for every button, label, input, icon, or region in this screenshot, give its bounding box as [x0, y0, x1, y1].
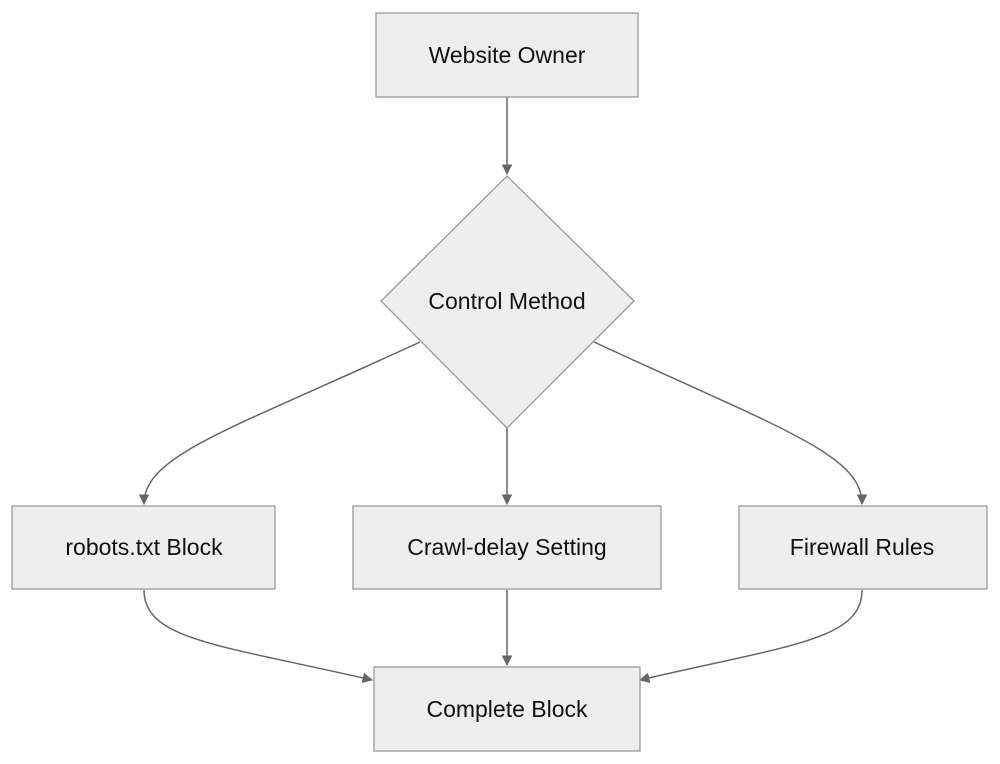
edge-firewall-to-complete: [638, 589, 863, 683]
node-robots-txt-block: robots.txt Block: [11, 505, 276, 590]
node-website-owner: Website Owner: [375, 12, 639, 98]
edge-method-to-robots: [138, 341, 421, 506]
node-label: robots.txt Block: [65, 534, 223, 560]
node-firewall-rules: Firewall Rules: [738, 505, 988, 590]
node-crawl-delay-setting: Crawl-delay Setting: [352, 505, 662, 590]
node-label: Crawl-delay Setting: [407, 534, 606, 560]
edges: [138, 97, 868, 683]
node-control-method: Control Method: [380, 175, 635, 429]
edge-robots-to-complete: [143, 589, 374, 683]
node-label: Complete Block: [426, 696, 588, 722]
edge-method-to-firewall: [593, 341, 868, 506]
node-label: Website Owner: [429, 42, 586, 68]
node-complete-block: Complete Block: [373, 666, 641, 752]
node-label: Control Method: [428, 288, 585, 314]
node-label: Firewall Rules: [790, 534, 934, 560]
